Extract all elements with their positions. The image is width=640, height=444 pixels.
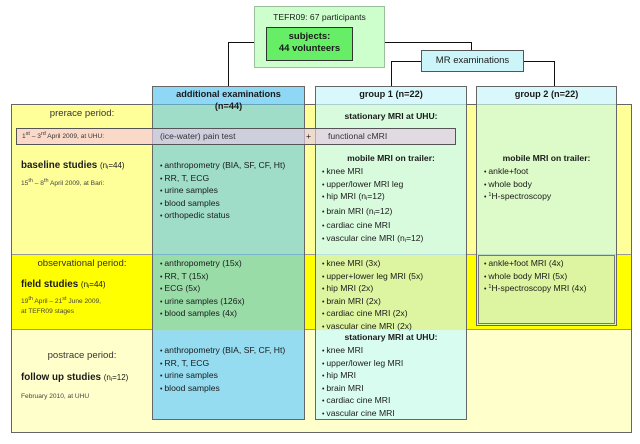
list-item: cardiac cine MRI bbox=[322, 220, 423, 233]
prerace-label: prerace period: bbox=[49, 108, 115, 119]
mr-examinations-label: MR examinations bbox=[435, 55, 510, 66]
list-item: ankle+foot bbox=[484, 166, 551, 179]
list-item: vascular cine MRI (2x) bbox=[322, 321, 423, 334]
postrace-group1-list: knee MRIupper/lower leg MRIhip MRIbrain … bbox=[322, 345, 403, 421]
connector-line bbox=[391, 61, 421, 62]
list-item: brain MRI (2x) bbox=[322, 296, 423, 309]
additional-n: (n=44) bbox=[214, 101, 243, 111]
connector-line bbox=[471, 42, 472, 50]
connector-line bbox=[523, 61, 555, 62]
list-item: hip MRI (ni=12) bbox=[322, 191, 423, 206]
list-item: hip MRI (2x) bbox=[322, 283, 423, 296]
baseline-title: baseline studies (ni=44) bbox=[21, 160, 125, 171]
plus-sign: + bbox=[306, 131, 312, 141]
additional-title: additional examinations bbox=[176, 89, 281, 99]
list-item: anthropometry (15x) bbox=[160, 258, 245, 271]
list-item: 1H-spectroscopy MRI (4x) bbox=[484, 283, 586, 296]
list-item: upper+lower leg MRI (5x) bbox=[322, 271, 423, 284]
subjects-line1: subjects: bbox=[288, 31, 331, 42]
list-item: vascular cine MRI bbox=[322, 408, 403, 421]
connector-line bbox=[391, 61, 392, 86]
observational-date: 19th April – 21st June 2009, at TEFR09 s… bbox=[21, 296, 102, 315]
list-item: ECG (5x) bbox=[160, 283, 245, 296]
list-item: whole body bbox=[484, 179, 551, 192]
observational-additional-list: anthropometry (15x)RR, T (15x)ECG (5x)ur… bbox=[160, 258, 245, 321]
list-item: urine samples bbox=[160, 185, 285, 198]
observational-group1-list: knee MRI (3x)upper+lower leg MRI (5x)hip… bbox=[322, 258, 423, 334]
list-item: cardiac cine MRI bbox=[322, 395, 403, 408]
postrace-label: postrace period: bbox=[47, 350, 117, 361]
pain-test-date-cell: 1st – 3rd April 2009, at UHU: bbox=[17, 129, 152, 144]
mr-examinations-box: MR examinations bbox=[421, 50, 524, 72]
observational-title: field studies (ni=44) bbox=[21, 279, 106, 290]
participants-title: TEFR09: 67 participants bbox=[273, 12, 366, 22]
baseline-group2-list: ankle+footwhole body1H-spectroscopy bbox=[484, 166, 551, 204]
baseline-group1-list: knee MRIupper/lower MRI leghip MRI (ni=1… bbox=[322, 166, 423, 248]
list-item: blood samples bbox=[160, 198, 285, 211]
list-item: brain MRI (ni=12) bbox=[322, 206, 423, 221]
group1-header-tint bbox=[316, 87, 466, 104]
list-item: RR, T, ECG bbox=[160, 173, 285, 186]
group2-mobile-heading: mobile MRI on trailer: bbox=[502, 153, 591, 163]
list-item: orthopedic status bbox=[160, 210, 285, 223]
group2-header-tint bbox=[477, 87, 616, 104]
list-item: blood samples (4x) bbox=[160, 308, 245, 321]
subjects-box: subjects: 44 volunteers bbox=[266, 27, 353, 61]
connector-line bbox=[228, 42, 229, 86]
postrace-title: follow up studies (ni=12) bbox=[21, 372, 129, 383]
connector-line bbox=[352, 42, 472, 43]
list-item: knee MRI (3x) bbox=[322, 258, 423, 271]
postrace-date: February 2010, at UHU bbox=[21, 393, 90, 400]
connector-line bbox=[554, 61, 555, 86]
list-item: cardiac cine MRI (2x) bbox=[322, 308, 423, 321]
functional-cmri-label: functional cMRI bbox=[328, 131, 388, 141]
group1-mobile-heading: mobile MRI on trailer: bbox=[347, 153, 435, 163]
observational-group2-list: ankle+foot MRI (4x)whole body MRI (5x)1H… bbox=[484, 258, 587, 296]
list-item: vascular cine MRI (ni=12) bbox=[322, 233, 423, 248]
group1-stationary-heading: stationary MRI at UHU: bbox=[344, 111, 438, 121]
postrace-additional-list: anthropometry (BIA, SF, CF, Ht)RR, T, EC… bbox=[160, 345, 285, 395]
list-item: whole body MRI (5x) bbox=[484, 271, 587, 284]
list-item: urine samples bbox=[160, 370, 285, 383]
group2-header: group 2 (n=22) bbox=[514, 89, 579, 99]
pain-test-label: (ice-water) pain test bbox=[160, 131, 236, 141]
postrace-group1-heading: stationary MRI at UHU: bbox=[344, 332, 438, 342]
list-item: knee MRI bbox=[322, 345, 403, 358]
list-item: anthropometry (BIA, SF, CF, Ht) bbox=[160, 160, 285, 173]
list-item: RR, T, ECG bbox=[160, 358, 285, 371]
subjects-line2: 44 volunteers bbox=[278, 43, 341, 54]
connector-line bbox=[228, 42, 266, 43]
additional-header: additional examinations (n=44) bbox=[153, 89, 304, 111]
baseline-date: 15th – 8th April 2009, at Bari: bbox=[21, 178, 105, 187]
list-item: knee MRI bbox=[322, 166, 423, 179]
list-item: brain MRI bbox=[322, 383, 403, 396]
observational-label: observational period: bbox=[37, 258, 127, 269]
list-item: ankle+foot MRI (4x) bbox=[484, 258, 587, 271]
additional-header-tint bbox=[153, 87, 304, 104]
list-item: RR, T (15x) bbox=[160, 271, 245, 284]
list-item: anthropometry (BIA, SF, CF, Ht) bbox=[160, 345, 285, 358]
list-item: blood samples bbox=[160, 383, 285, 396]
list-item: urine samples (126x) bbox=[160, 296, 244, 309]
list-item: 1H-spectroscopy bbox=[484, 191, 551, 204]
list-item: upper/lower leg MRI bbox=[322, 358, 403, 371]
group1-header: group 1 (n=22) bbox=[359, 89, 423, 99]
list-item: hip MRI bbox=[322, 370, 403, 383]
list-item: upper/lower MRI leg bbox=[322, 179, 423, 192]
baseline-additional-list: anthropometry (BIA, SF, CF, Ht)RR, T, EC… bbox=[160, 160, 285, 223]
